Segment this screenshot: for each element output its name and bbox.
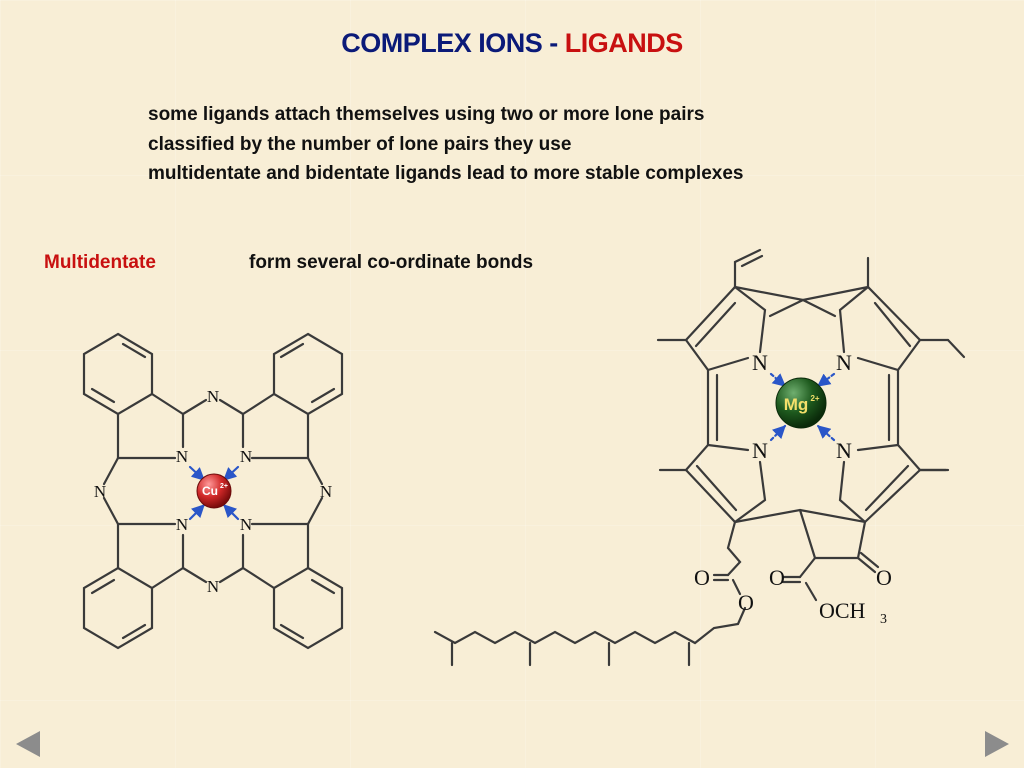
aza-n-bottom: N <box>207 577 219 596</box>
bullet-line-3: multidentate and bidentate ligands lead … <box>148 163 744 184</box>
bullet-line-2: classified by the number of lone pairs t… <box>148 133 572 155</box>
methyl-ester-carbonyl-o: O <box>769 565 785 590</box>
chl-n-2: N <box>836 350 852 375</box>
pyrrole-n-3: N <box>176 515 188 534</box>
bullet-line-1: some ligands attach themselves using two… <box>148 104 705 125</box>
title-main: COMPLEX IONS - <box>341 28 565 58</box>
pyrrole-n-4: N <box>240 515 252 534</box>
copper-symbol: Cu <box>202 484 218 498</box>
chl-n-1: N <box>752 350 768 375</box>
chl-n-3: N <box>752 438 768 463</box>
chlorophyll-structure: N N N N Mg 2+ O O O O OCH 3 <box>433 248 966 667</box>
bullet-list: some ligands attach themselves using two… <box>148 100 743 189</box>
methoxy-subscript: 3 <box>880 612 887 627</box>
aza-n-right: N <box>320 482 332 501</box>
copper-ion <box>196 473 232 509</box>
ester-o: O <box>738 590 754 615</box>
phthalocyanine-structure: N N N N N N N N Cu 2+ <box>82 332 344 650</box>
ketone-o: O <box>876 565 892 590</box>
aza-n-left: N <box>94 482 106 501</box>
magnesium-charge: 2+ <box>810 394 819 403</box>
slide-title: COMPLEX IONS - LIGANDS <box>0 28 1024 59</box>
chl-n-4: N <box>836 438 852 463</box>
title-highlight: LIGANDS <box>564 28 684 58</box>
pyrrole-n-1: N <box>176 447 188 466</box>
magnesium-ion <box>775 377 827 429</box>
section-description: form several co-ordinate bonds <box>249 252 534 273</box>
triangle-left-icon[interactable] <box>16 731 40 757</box>
aza-n-top: N <box>207 387 219 406</box>
section-term: Multidentate <box>44 252 156 273</box>
ester-carbonyl-o: O <box>694 565 710 590</box>
triangle-right-icon[interactable] <box>985 731 1009 757</box>
methoxy-group: OCH <box>819 598 866 623</box>
pyrrole-n-2: N <box>240 447 252 466</box>
copper-charge: 2+ <box>220 483 228 490</box>
magnesium-symbol: Mg <box>784 395 809 414</box>
